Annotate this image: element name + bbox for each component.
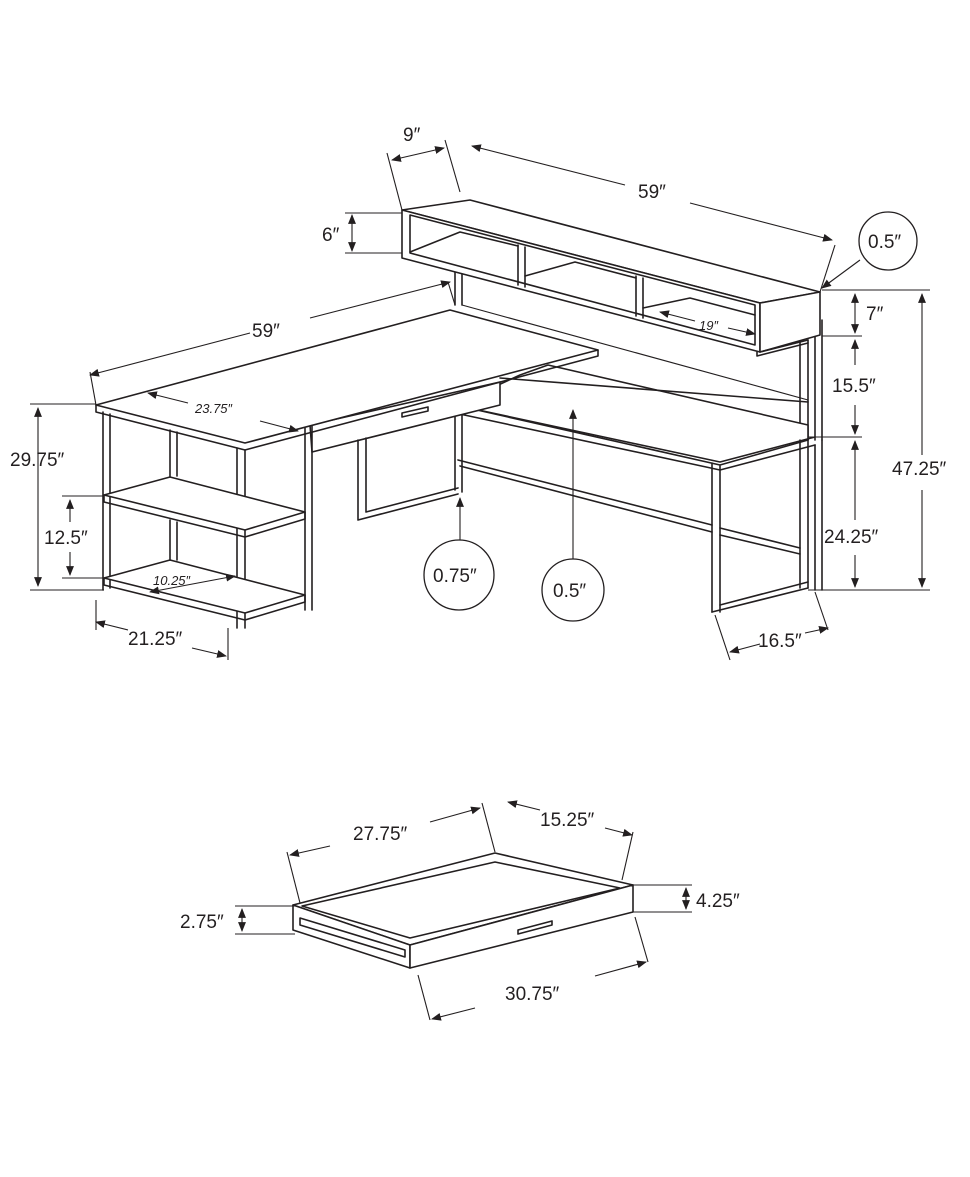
label-hutch-width: 59″	[638, 182, 666, 203]
label-hutch-top-thickness: 0.5″	[868, 232, 901, 253]
drawer-dimension-labels: 27.75″ 15.25″ 2.75″ 4.25″ 30.75″	[180, 810, 740, 1005]
label-desk-inner-depth: 23.75″	[194, 401, 233, 416]
label-desk-height-left: 29.75″	[10, 450, 65, 471]
drawer-front-callout	[423, 539, 495, 611]
label-hutch-compartment: 19″	[699, 318, 718, 333]
label-total-height: 47.25″	[892, 459, 947, 480]
hutch-thickness-callout	[858, 211, 918, 271]
label-desk-length: 59″	[252, 321, 280, 342]
label-upper-shelf-gap: 7″	[866, 304, 884, 325]
desk-dimension-labels: 9″ 59″ 6″ 0.5″ 19″ 59″ 23.75″ 29.75″ 12.…	[10, 125, 947, 652]
desk-thickness-callout	[541, 558, 605, 622]
l-desk-drawing	[95, 199, 823, 629]
label-drawer-depth: 27.75″	[353, 824, 408, 845]
label-desk-top-thickness: 0.5″	[553, 581, 586, 602]
label-shelf-spacing: 12.5″	[44, 528, 88, 549]
drawer-drawing	[292, 852, 634, 969]
label-shelf-depth: 10.25″	[153, 573, 191, 588]
label-right-depth: 16.5″	[758, 631, 802, 652]
label-left-depth: 21.25″	[128, 629, 183, 650]
drawer-dimension-lines	[235, 800, 692, 1021]
label-desk-height-right: 24.25″	[824, 527, 879, 548]
label-drawer-side-height: 2.75″	[180, 912, 224, 933]
label-drawer-front-thickness: 0.75″	[433, 566, 477, 587]
label-hutch-depth: 9″	[403, 125, 421, 146]
label-drawer-width: 30.75″	[505, 984, 560, 1005]
label-drawer-front-height: 4.25″	[696, 891, 740, 912]
label-hutch-clearance: 15.5″	[832, 376, 876, 397]
label-hutch-height: 6″	[322, 225, 340, 246]
label-drawer-inner-depth: 15.25″	[540, 810, 595, 831]
desk-dimension-lines	[30, 139, 930, 661]
